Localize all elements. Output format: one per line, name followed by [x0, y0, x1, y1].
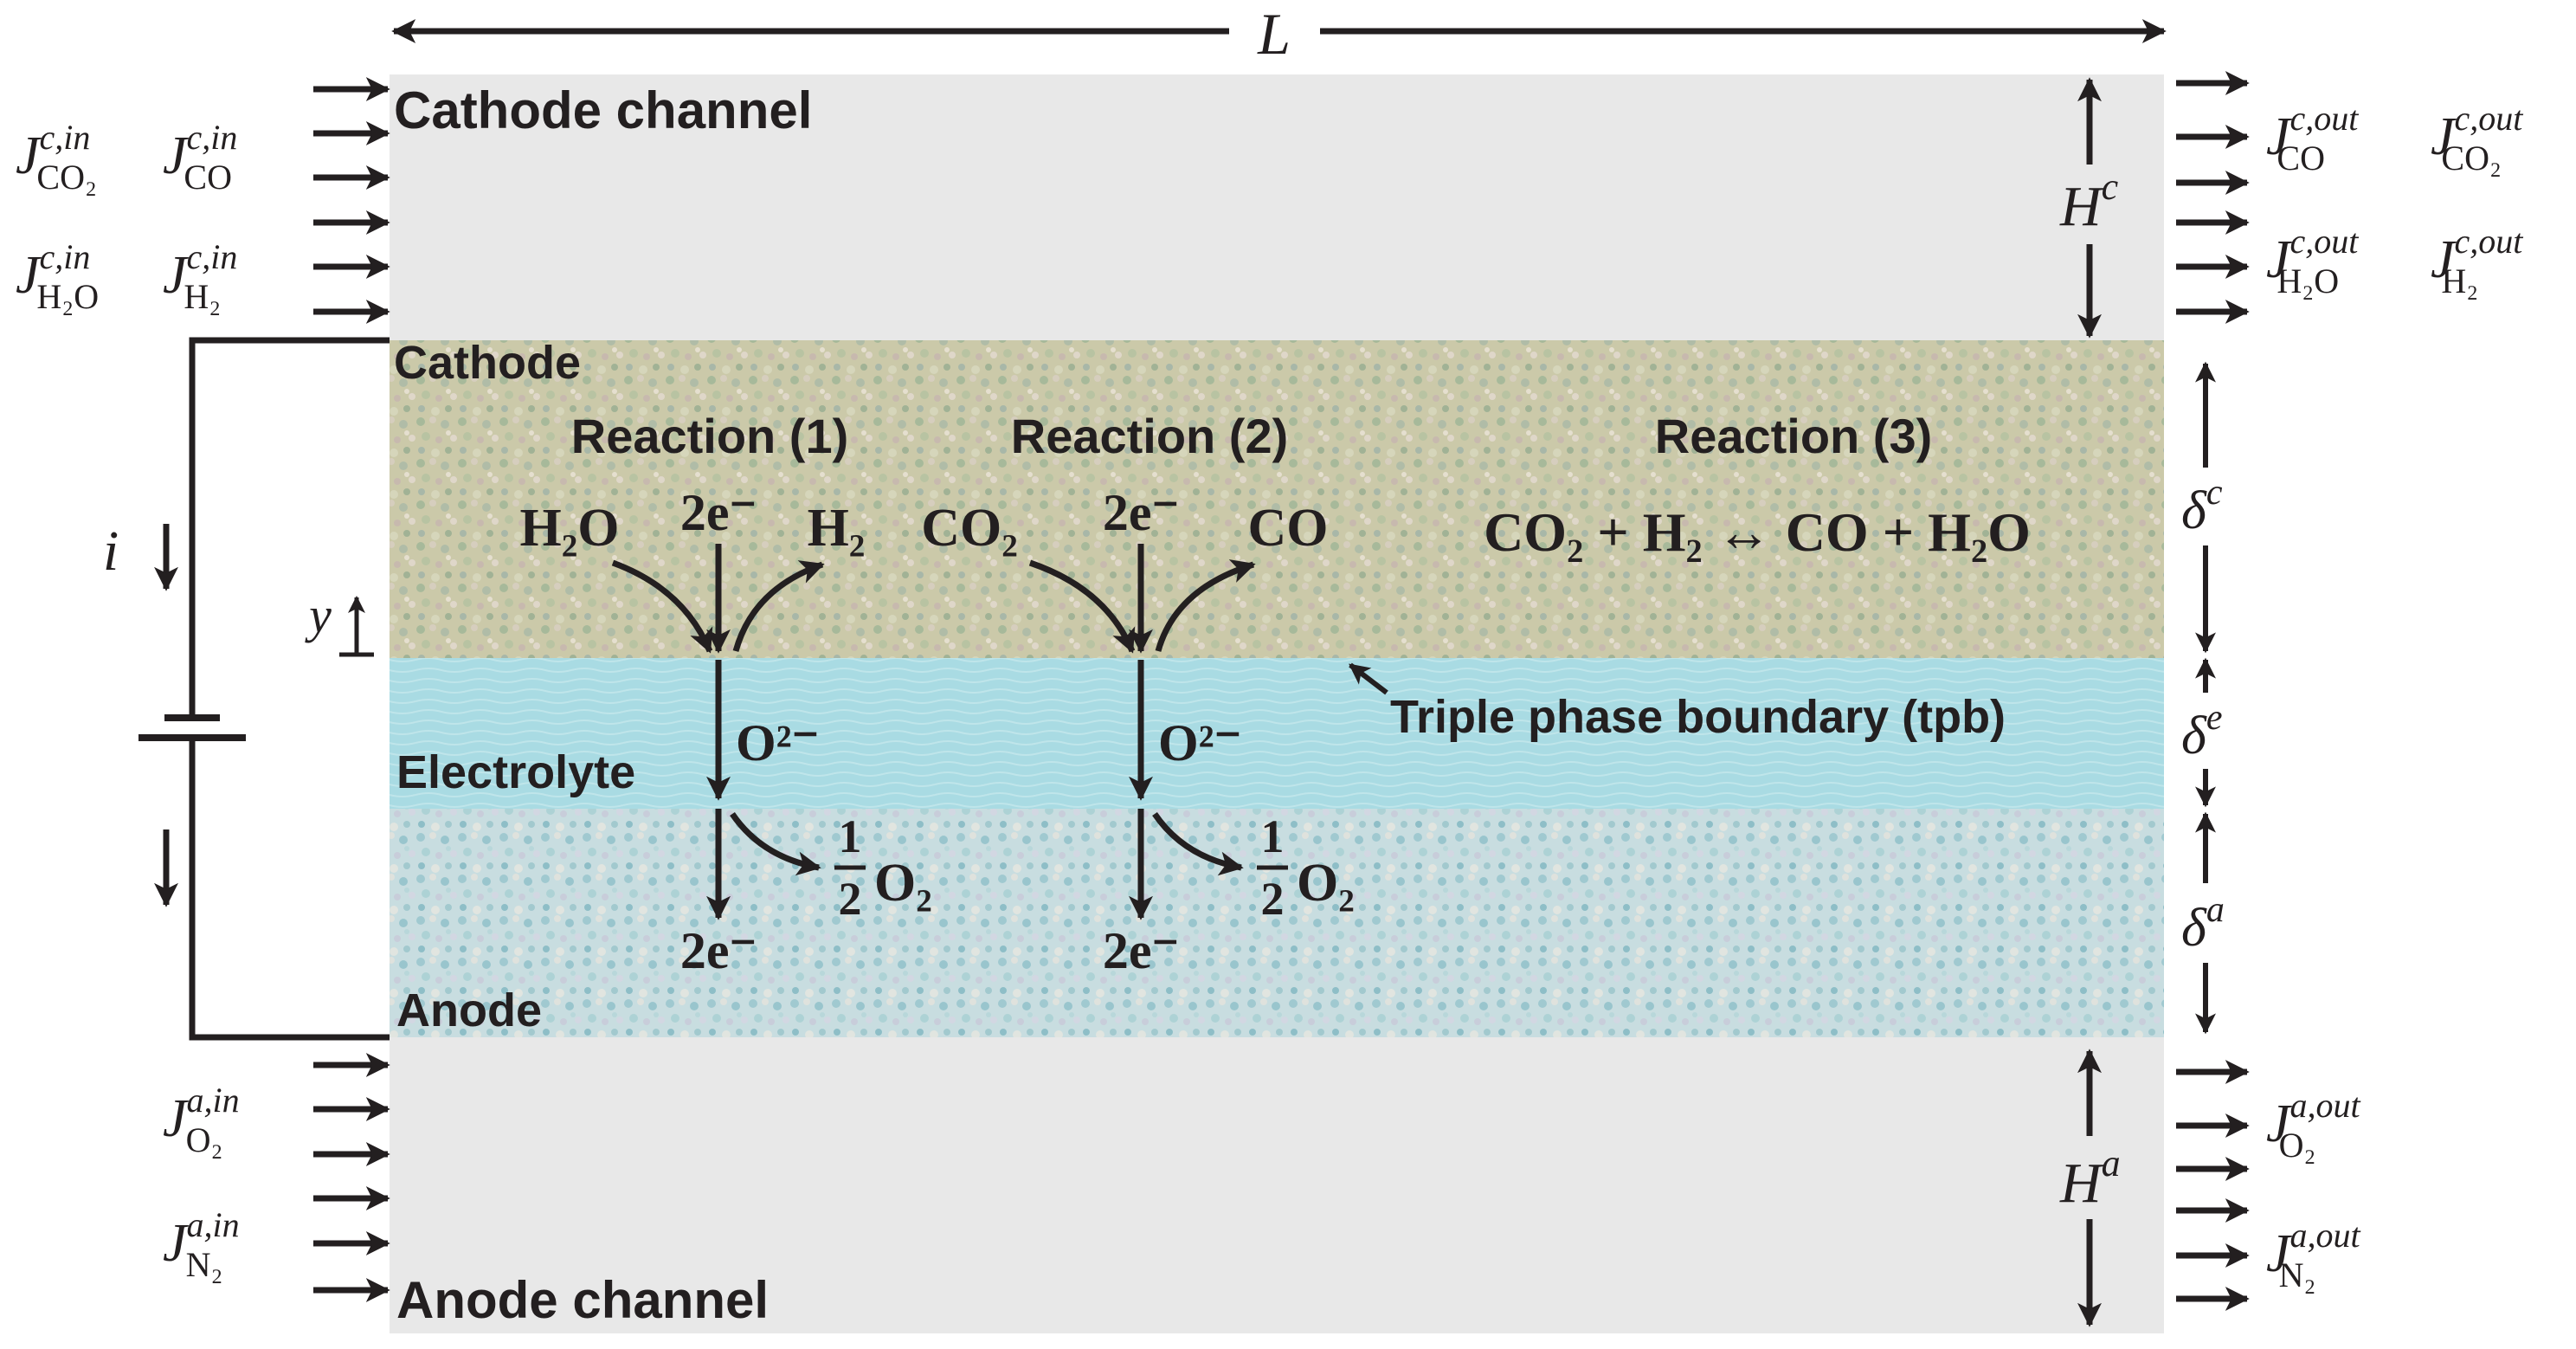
anode-region	[390, 809, 2164, 1037]
r2-electrons-in: 2e⁻	[1103, 484, 1179, 541]
r2-co2: CO₂	[921, 499, 1018, 558]
anode-label: Anode	[396, 984, 542, 1036]
electrolyte-region	[390, 658, 2164, 809]
length-dimension: L	[391, 1, 2167, 67]
delta-c-label: δc	[2181, 473, 2223, 540]
electrolyte-label: Electrolyte	[396, 746, 635, 798]
y-axis-indicator: y	[305, 587, 374, 657]
hc-dimension: Hc	[2059, 77, 2119, 339]
cathode-outlet-arrows	[2176, 71, 2250, 324]
cathode-label: Cathode	[394, 337, 581, 389]
delta-c-dimension: δc	[2181, 361, 2223, 654]
r1-h2: H₂	[808, 499, 866, 558]
r2-o2: O₂	[1297, 854, 1355, 913]
cathode-channel-region	[390, 74, 2164, 340]
anode-inlet-arrows	[313, 1053, 390, 1302]
r2-half-den: 2	[1261, 873, 1285, 925]
delta-a-dimension: δa	[2181, 811, 2225, 1035]
r2-electrons-out: 2e⁻	[1103, 922, 1179, 979]
r1-electrons-in: 2e⁻	[680, 484, 757, 541]
cathode-inlet-arrows	[313, 77, 390, 324]
tpb-label: Triple phase boundary (tpb)	[1390, 691, 2006, 743]
anode-channel-label: Anode channel	[396, 1271, 769, 1329]
r1-o2: O₂	[874, 854, 932, 913]
reaction-2: CO₂ 2e⁻ CO O²⁻ 2e⁻ 1 2 O₂	[921, 484, 1355, 979]
r2-co: CO	[1248, 499, 1329, 558]
anode-outlet-arrows	[2176, 1060, 2250, 1311]
reaction-1: H₂O 2e⁻ H₂ O²⁻ 2e⁻ 1 2 O₂	[519, 484, 931, 979]
r1-oxide-ion: O²⁻	[736, 714, 819, 771]
r1-h2o: H₂O	[519, 499, 619, 558]
r2-oxide-ion: O²⁻	[1158, 714, 1241, 771]
delta-e-label: δe	[2181, 698, 2222, 765]
r1-half-num: 1	[839, 810, 862, 862]
delta-a-label: δa	[2181, 890, 2225, 958]
r1-half-den: 2	[839, 873, 862, 925]
y-axis-label: y	[305, 587, 332, 643]
ha-dimension: Ha	[2059, 1049, 2121, 1327]
cathode-region	[390, 340, 2164, 658]
reaction-2-title: Reaction (2)	[1011, 409, 1289, 463]
length-label: L	[1257, 1, 1291, 67]
reaction-3-equation: CO₂ + H₂ ↔ CO + H₂O	[1484, 501, 2031, 563]
cathode-channel-label: Cathode channel	[394, 81, 812, 139]
delta-e-dimension: δe	[2181, 657, 2222, 808]
current-label: i	[103, 520, 119, 583]
ha-label: Ha	[2059, 1142, 2121, 1215]
r1-electrons-out: 2e⁻	[680, 922, 757, 979]
reaction-1-title: Reaction (1)	[571, 409, 849, 463]
external-circuit: i	[103, 337, 390, 1041]
hc-label: Hc	[2059, 165, 2119, 238]
anode-channel-region	[390, 1037, 2164, 1333]
reaction-3-title: Reaction (3)	[1655, 409, 1933, 463]
r2-half-num: 1	[1261, 810, 1285, 862]
tpb-annotation: Triple phase boundary (tpb)	[1349, 662, 2006, 743]
